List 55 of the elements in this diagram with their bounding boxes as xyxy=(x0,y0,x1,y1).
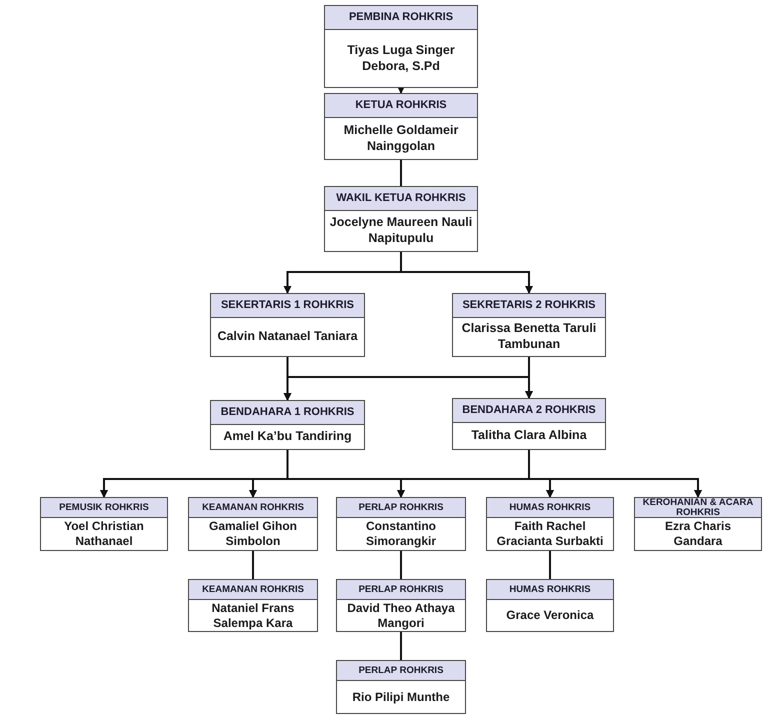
member-name: Yoel Christian Nathanael xyxy=(63,518,145,550)
connector-line xyxy=(400,252,533,294)
connector-line xyxy=(400,160,402,186)
org-box xyxy=(486,497,614,551)
org-box xyxy=(336,497,466,551)
connector-line xyxy=(549,551,551,579)
member-name: Talitha Clara Albina xyxy=(470,427,588,444)
member-name: Grace Veronica xyxy=(505,607,595,624)
role-title: PEMUSIK ROHKRIS xyxy=(41,498,167,518)
org-box xyxy=(40,497,168,551)
role-title: KEROHANIAN & ACARA ROHKRIS xyxy=(635,498,761,518)
org-box xyxy=(210,293,365,357)
role-title: KEAMANAN ROHKRIS xyxy=(189,580,317,600)
role-title: KETUA ROHKRIS xyxy=(325,94,477,118)
org-box xyxy=(210,400,365,450)
org-box xyxy=(188,579,318,632)
connector-line xyxy=(400,632,402,660)
member-name: Rio Pilipi Munthe xyxy=(351,688,451,706)
role-title: HUMAS ROHKRIS xyxy=(487,498,613,518)
role-title: PERLAP ROHKRIS xyxy=(337,580,465,600)
role-title: WAKIL KETUA ROHKRIS xyxy=(325,187,477,211)
role-title: KEAMANAN ROHKRIS xyxy=(189,498,317,518)
org-box xyxy=(324,93,478,160)
org-box xyxy=(188,497,318,551)
member-name: Clarissa Benetta Taruli Tambunan xyxy=(460,320,598,353)
org-box xyxy=(324,5,478,88)
role-title: BENDAHARA 2 ROHKRIS xyxy=(453,399,605,423)
member-name: Calvin Natanael Taniara xyxy=(216,328,359,346)
member-name: Amel Ka’bu Tandiring xyxy=(222,428,353,446)
role-title: HUMAS ROHKRIS xyxy=(487,580,613,600)
member-name: Faith Rachel Gracianta Surbakti xyxy=(496,518,604,550)
role-title: PERLAP ROHKRIS xyxy=(337,661,465,681)
org-box xyxy=(452,398,606,450)
role-title: SEKRETARIS 2 ROHKRIS xyxy=(453,294,605,318)
connector-line xyxy=(400,551,402,579)
member-name: Tiyas Luga Singer Debora, S.Pd xyxy=(346,42,456,74)
role-title: PEMBINA ROHKRIS xyxy=(325,6,477,30)
connector-line xyxy=(252,551,254,579)
member-name: David Theo Athaya Mangori xyxy=(346,600,456,631)
role-title: SEKERTARIS 1 ROHKRIS xyxy=(211,294,364,318)
org-box xyxy=(486,579,614,632)
org-box xyxy=(324,186,478,252)
member-name: Michelle Goldameir Nainggolan xyxy=(342,122,460,155)
member-name: Jocelyne Maureen Nauli Napitupulu xyxy=(328,214,474,247)
member-name: Gamaliel Gihon Simbolon xyxy=(208,518,298,550)
role-title: PERLAP ROHKRIS xyxy=(337,498,465,518)
member-name: Nataniel Frans Salempa Kara xyxy=(210,600,296,631)
org-box xyxy=(336,660,466,714)
connector-line xyxy=(397,86,405,94)
role-title: BENDAHARA 1 ROHKRIS xyxy=(211,401,364,425)
org-box xyxy=(452,293,606,357)
member-name: Constantino Simorangkir xyxy=(364,518,438,550)
org-box xyxy=(634,497,762,551)
member-name: Ezra Charis Gandara xyxy=(664,518,732,550)
org-box xyxy=(336,579,466,632)
